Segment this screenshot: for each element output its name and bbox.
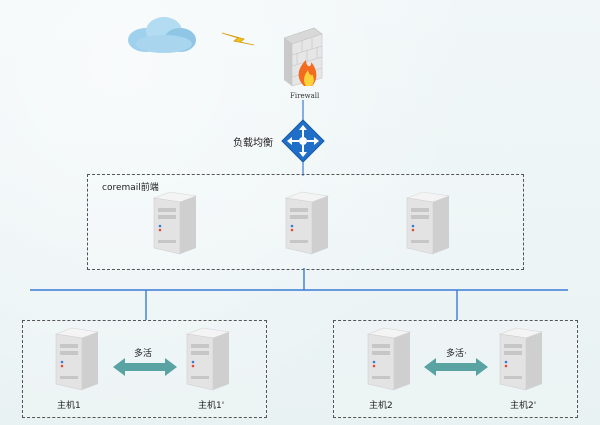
load-balancer-icon	[281, 119, 325, 163]
host-label-2-prime: 主机2'	[510, 401, 537, 411]
firewall-icon	[283, 27, 323, 87]
firewall-link	[302, 100, 304, 120]
network-bus	[30, 268, 568, 320]
frontend-group-label: coremail前端	[102, 183, 159, 193]
host-label-1-prime: 主机1'	[198, 401, 225, 411]
load-balancer-label: 负载均衡	[233, 138, 273, 149]
lightning-icon	[221, 32, 255, 46]
lb-link	[302, 162, 304, 176]
server-icon	[494, 326, 546, 392]
server-icon	[181, 326, 233, 392]
server-icon	[148, 190, 200, 256]
server-icon	[362, 326, 414, 392]
active-active-label: 多活	[134, 349, 153, 359]
bidirectional-arrow-icon	[113, 358, 177, 376]
server-icon	[401, 190, 453, 256]
cloud-icon	[128, 17, 196, 53]
host-label-2: 主机2	[369, 401, 393, 411]
firewall-label: Firewall	[290, 92, 320, 100]
server-icon	[280, 190, 332, 256]
active-active-label-2: 多活·	[446, 349, 467, 359]
host-label-1: 主机1	[57, 401, 81, 411]
server-icon	[50, 326, 102, 392]
bidirectional-arrow-icon	[424, 358, 488, 376]
